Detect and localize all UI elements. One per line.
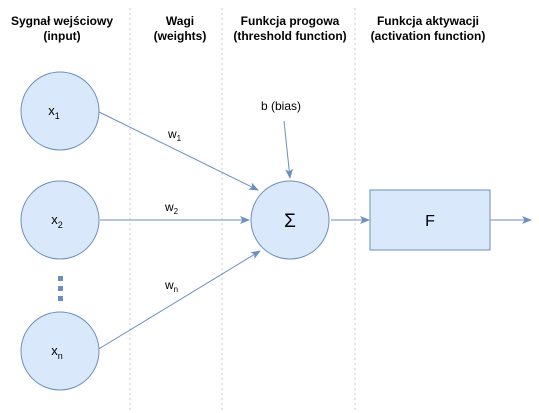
input-node-xn: xn [20,311,100,391]
weight-wn-base: w [164,278,174,292]
header-input-subtitle: (input) [43,29,81,43]
input-xn-sub: n [58,351,63,361]
header-weights-subtitle: (weights) [153,29,207,43]
header-threshold-subtitle: (threshold function) [233,29,347,43]
edge-x1-sum [96,110,259,191]
svg-text:x2: x2 [51,212,63,230]
input-x2-sub: 2 [58,220,63,230]
input-x1-base: x [48,103,55,118]
header-activation-title: Funkcja aktywacji [376,14,480,28]
activation-label: F [425,213,435,230]
weight-w2-base: w [164,200,174,214]
weight-w1-base: w [167,127,177,141]
header-activation-subtitle: (activation function) [370,29,486,43]
activation-box: F [369,189,491,251]
weight-label-w1: w1 [167,127,182,143]
input-node-x2: x2 [20,180,100,260]
header-threshold-title: Funkcja progowa [240,14,340,28]
edge-xn-sum [96,250,261,351]
input-x1-sub: 1 [55,111,60,121]
weight-w1-sub: 1 [177,134,182,143]
input-x2-base: x [51,212,58,227]
header-input: Sygnał wejściowy (input) [0,14,124,44]
header-weights: Wagi (weights) [130,14,230,44]
bias-label: b (bias) [261,99,301,113]
sum-symbol: Σ [284,211,296,232]
sum-node: Σ [250,180,330,260]
weight-w2-sub: 2 [174,207,179,216]
input-xn-base: x [51,343,58,358]
weight-label-w2: w2 [164,200,179,216]
svg-text:x1: x1 [48,103,60,121]
header-activation: Funkcja aktywacji (activation function) [358,14,498,44]
header-input-title: Sygnał wejściowy [10,14,114,28]
ellipsis-dots [58,276,63,301]
header-threshold: Funkcja progowa (threshold function) [222,14,358,44]
header-weights-title: Wagi [165,14,195,28]
input-node-x1: x1 [20,71,100,151]
weight-label-wn: wn [164,278,178,294]
svg-text:xn: xn [51,343,63,361]
weight-wn-sub: n [174,285,178,294]
edge-bias-sum [283,120,294,179]
